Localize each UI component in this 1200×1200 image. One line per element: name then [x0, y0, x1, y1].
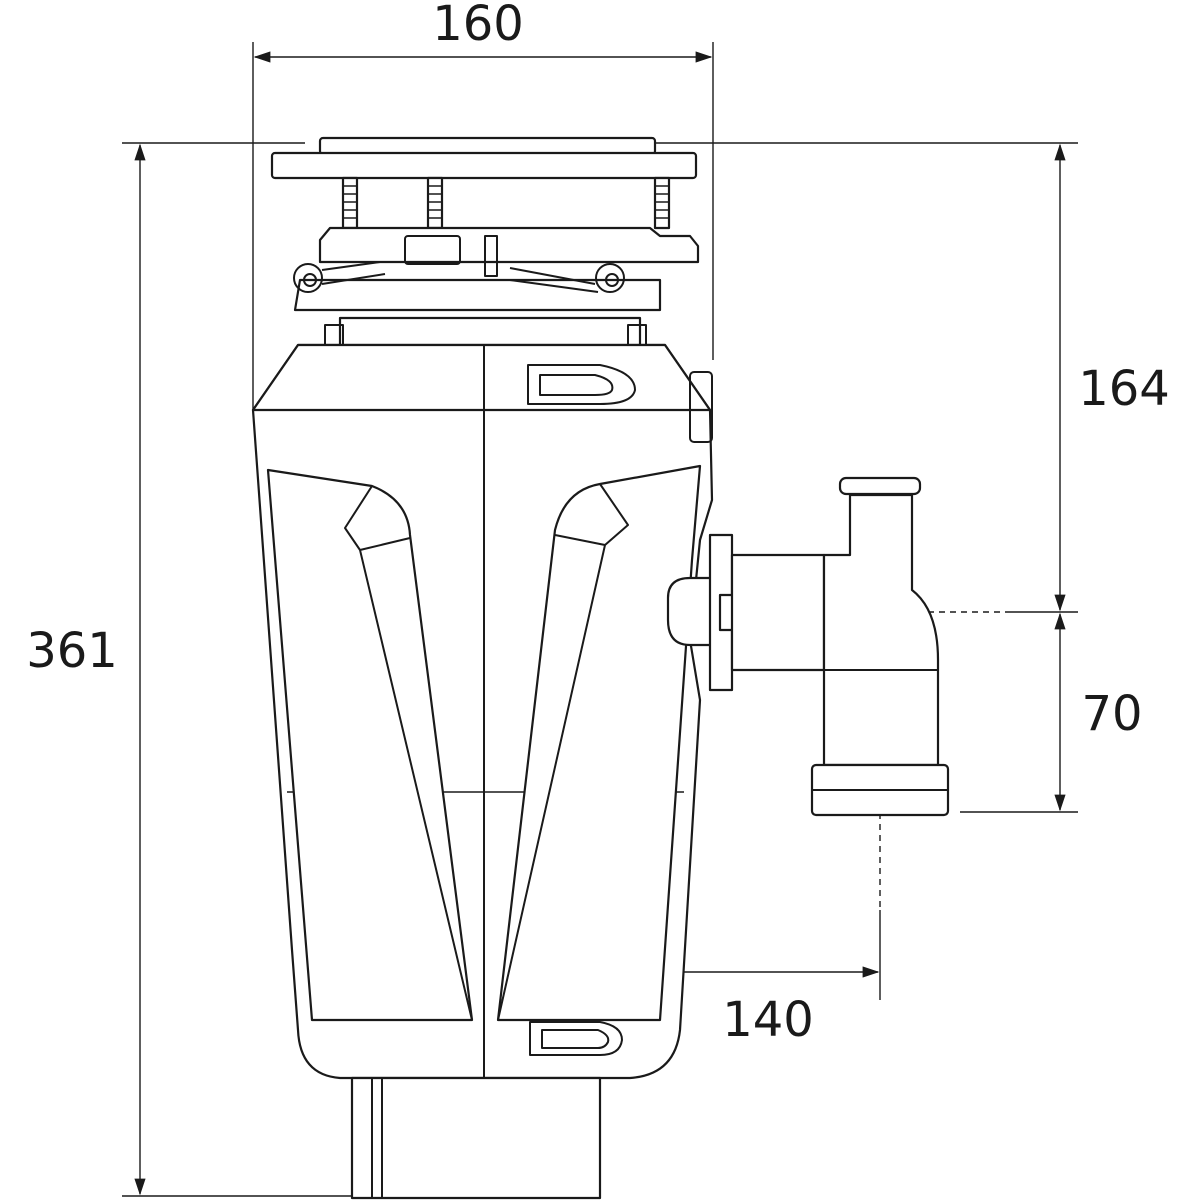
dimension-164	[655, 142, 1078, 612]
dimension-label-flange-to-outlet: 164	[1078, 361, 1170, 417]
left-panel	[266, 468, 474, 1022]
bottom-pipe	[350, 1076, 602, 1200]
dimension-label-total-height: 361	[26, 623, 118, 679]
dimension-label-width: 160	[432, 0, 524, 52]
mounting-screws	[341, 176, 671, 230]
mounting-flange	[270, 136, 700, 348]
outlet-elbow	[666, 476, 950, 817]
dimension-361	[122, 142, 360, 1197]
dimension-label-outlet-to-drain: 70	[1081, 686, 1142, 742]
dimension-label-axis-to-drain: 140	[722, 992, 814, 1048]
dimension-160	[252, 42, 714, 410]
disposer-body	[251, 343, 714, 1080]
right-panel	[496, 464, 702, 1022]
